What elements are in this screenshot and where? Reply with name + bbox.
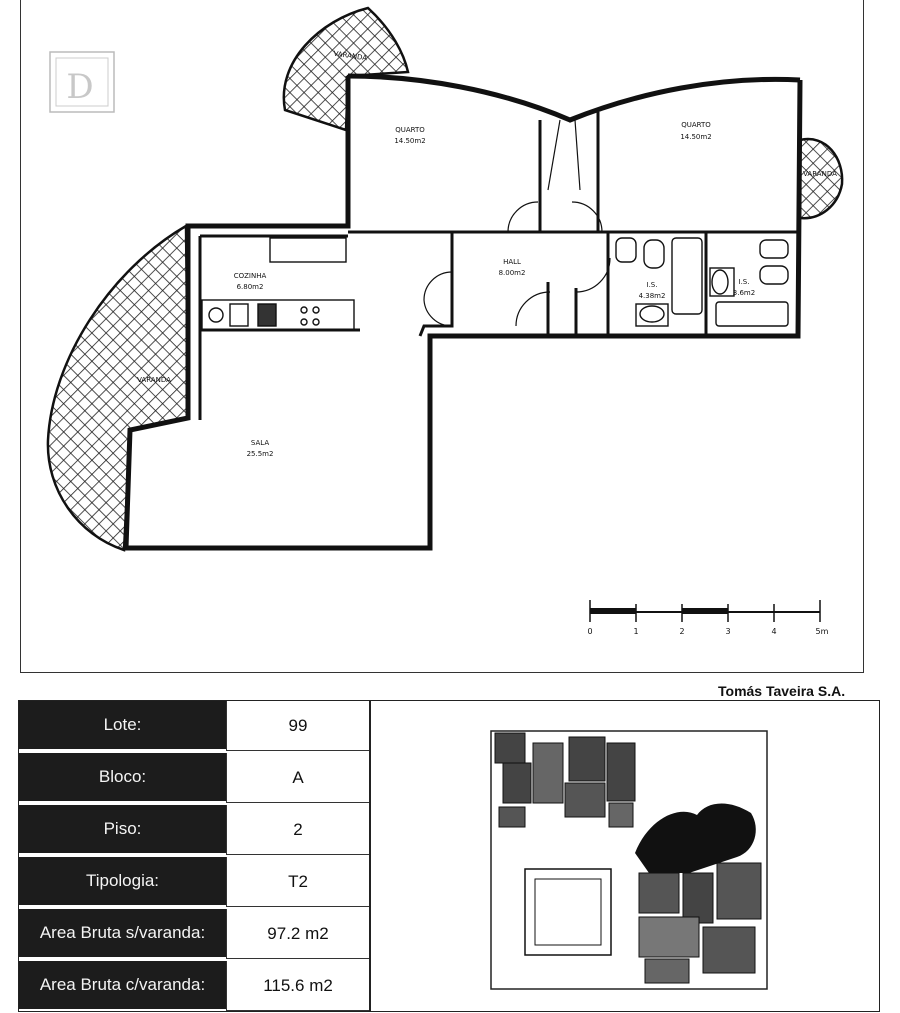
table-divider	[369, 701, 371, 1011]
scale-tick: 2	[679, 627, 684, 636]
site-key-plan	[490, 730, 768, 990]
room-cozinha-name: COZINHA	[234, 272, 267, 280]
room-sala-name: SALA	[251, 439, 269, 447]
room-is1-area: 4.38m2	[639, 292, 666, 300]
varanda-top-shape	[282, 6, 410, 132]
info-value: 115.6 m2	[226, 961, 369, 1011]
info-value: T2	[226, 857, 369, 907]
scale-tick: 0	[587, 627, 592, 636]
scale-tick: 3	[725, 627, 730, 636]
info-label: Tipologia:	[19, 857, 226, 907]
room-varanda-right: VARANDA	[803, 170, 837, 178]
room-hall-name: HALL	[503, 258, 521, 266]
company-name: Tomás Taveira S.A.	[718, 683, 846, 699]
room-is1-name: I.S.	[647, 281, 658, 289]
info-value: 99	[226, 701, 369, 751]
room-quarto2-area: 14.50m2	[680, 133, 711, 141]
info-label: Bloco:	[19, 753, 226, 803]
logo-letter: D	[66, 67, 93, 107]
room-sala-area: 25.5m2	[247, 450, 274, 458]
info-row-piso: Piso: 2	[19, 805, 369, 855]
info-label: Area Bruta c/varanda:	[19, 961, 226, 1011]
room-labels: QUARTO 14.50m2 QUARTO 14.50m2 VARANDA VA…	[137, 50, 837, 458]
info-label: Area Bruta s/varanda:	[19, 909, 226, 959]
scale-tick: 5m	[816, 627, 829, 636]
room-hall-area: 8.00m2	[499, 269, 526, 277]
info-value: 2	[226, 805, 369, 855]
plan-frame	[20, 0, 864, 673]
room-quarto2-name: QUARTO	[681, 121, 711, 129]
info-label: Lote:	[19, 701, 226, 751]
scale-tick: 4	[771, 627, 776, 636]
room-is2-name: I.S.	[739, 278, 750, 286]
info-value: A	[226, 753, 369, 803]
scale-tick: 1	[633, 627, 638, 636]
varanda-left-shape	[46, 223, 190, 552]
info-row-tipologia: Tipologia: T2	[19, 857, 369, 907]
info-value: 97.2 m2	[226, 909, 369, 959]
varanda-right-shape	[798, 137, 844, 220]
scale-bar: 0 1 2 3 4 5m	[587, 600, 829, 636]
info-row-bloco: Bloco: A	[19, 753, 369, 803]
info-row-lote: Lote: 99	[19, 701, 369, 751]
info-row-area-com-varanda: Area Bruta c/varanda: 115.6 m2	[19, 961, 369, 1011]
room-quarto1-area: 14.50m2	[394, 137, 425, 145]
info-label: Piso:	[19, 805, 226, 855]
room-varanda-left: VARANDA	[137, 376, 171, 384]
room-quarto1-name: QUARTO	[395, 126, 425, 134]
info-table: Lote: 99 Bloco: A Piso: 2 Tipologia: T2 …	[18, 700, 880, 1012]
logo-mark: D	[49, 51, 115, 113]
info-row-area-sem-varanda: Area Bruta s/varanda: 97.2 m2	[19, 909, 369, 959]
floor-plan-drawing: D	[46, 6, 844, 636]
room-is2-area: 3.6m2	[733, 289, 755, 297]
room-cozinha-area: 6.80m2	[237, 283, 264, 291]
